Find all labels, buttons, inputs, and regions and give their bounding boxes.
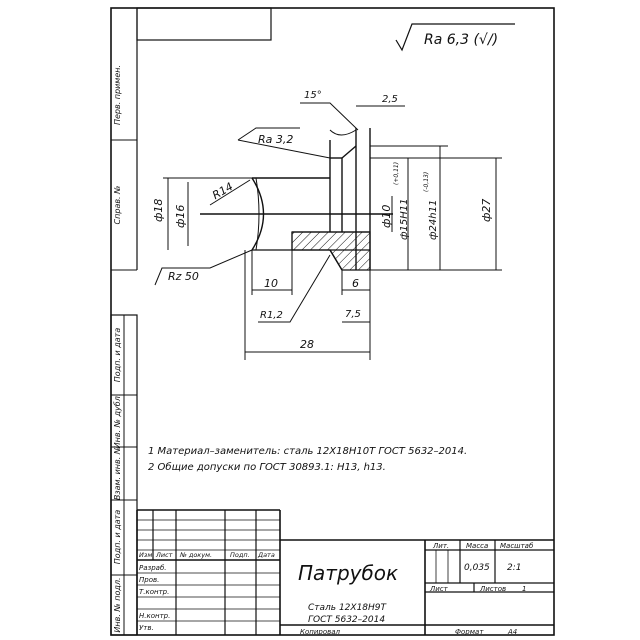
stamp-inv-dubl: Инв. № дубл. [113,394,122,449]
svg-text:15°: 15° [304,90,322,101]
svg-text:2:1: 2:1 [507,563,521,573]
svg-text:Сталь 12Х18Н9Т: Сталь 12Х18Н9Т [308,603,388,613]
part-drawing [200,128,393,271]
svg-text:0,035: 0,035 [464,563,490,573]
svg-text:ф15Н11: ф15Н11 [399,198,410,240]
svg-text:Ra 6,3 (√/): Ra 6,3 (√/) [424,32,498,48]
svg-text:Лит.: Лит. [432,542,449,550]
general-roughness: Ra 6,3 (√/) [395,23,515,52]
stamp-sprav-no: Справ. № [113,186,122,225]
svg-text:R1,2: R1,2 [260,310,283,321]
svg-text:Пров.: Пров. [139,576,159,584]
svg-text:Патрубок: Патрубок [298,561,398,585]
svg-text:Масса: Масса [466,542,488,550]
svg-text:Формат: Формат [455,628,484,636]
title-block: Изм Лист № докум. Подп. Дата Разраб. Про… [136,509,554,636]
svg-text:ф16: ф16 [174,205,187,228]
svg-text:Копировал: Копировал [300,628,341,636]
svg-text:А4: А4 [507,628,517,636]
svg-text:ф18: ф18 [152,199,165,222]
dimensions: Ra 3,2 15° 2,5 R14 ф18 ф16 Rz 50 ф10 ф15… [152,90,502,360]
svg-text:7,5: 7,5 [345,309,361,320]
svg-text:Н.контр.: Н.контр. [139,612,170,620]
svg-text:Т.контр.: Т.контр. [139,588,169,596]
svg-text:ГОСТ 5632–2014: ГОСТ 5632–2014 [308,615,385,625]
svg-text:1 Материал–заменитель: сталь 1: 1 Материал–заменитель: сталь 12Х18Н10Т Г… [148,446,467,457]
svg-text:Подп.: Подп. [230,551,250,559]
svg-text:Лист: Лист [155,551,173,559]
stamp-vzam-inv: Взам. инв. № [113,446,122,500]
svg-text:ф10: ф10 [380,205,393,228]
stamp-inv-podl: Инв. № подл. [113,577,122,632]
svg-text:№ докум.: № докум. [179,551,212,559]
svg-text:Листов: Листов [479,585,506,593]
svg-text:28: 28 [300,338,314,351]
svg-text:2 Общие допуски по ГОСТ 30893: 2 Общие допуски по ГОСТ 30893.1: Н13, h1… [148,461,386,473]
svg-text:1: 1 [522,585,526,593]
svg-text:Лист: Лист [429,585,449,593]
sheet-frame [110,7,555,636]
svg-text:Масштаб: Масштаб [500,542,534,550]
svg-text:Rz 50: Rz 50 [168,270,199,283]
svg-text:ф24h11: ф24h11 [428,200,439,240]
technical-notes: 1 Материал–заменитель: сталь 12Х18Н10Т Г… [148,446,467,473]
svg-text:(-0,13): (-0,13) [423,172,430,192]
stamp-podp-data-2: Подп. и дата [113,510,122,565]
svg-text:Дата: Дата [257,551,275,559]
stamp-podp-data-1: Подп. и дата [113,328,122,383]
svg-text:Изм: Изм [139,551,152,559]
svg-text:10: 10 [264,277,278,290]
side-strip: Перв. примен. Справ. № Подп. и дата Инв.… [110,8,138,636]
svg-text:(+0,11): (+0,11) [393,162,400,185]
top-left-box [136,7,272,41]
svg-text:2,5: 2,5 [382,94,398,105]
svg-text:ф27: ф27 [480,199,493,222]
svg-text:6: 6 [352,277,359,290]
svg-text:R14: R14 [210,180,235,202]
svg-text:Ra 3,2: Ra 3,2 [258,133,293,146]
stamp-perv-primen: Перв. примен. [113,65,122,125]
svg-text:Утв.: Утв. [139,624,154,632]
svg-text:Разраб.: Разраб. [139,564,167,572]
